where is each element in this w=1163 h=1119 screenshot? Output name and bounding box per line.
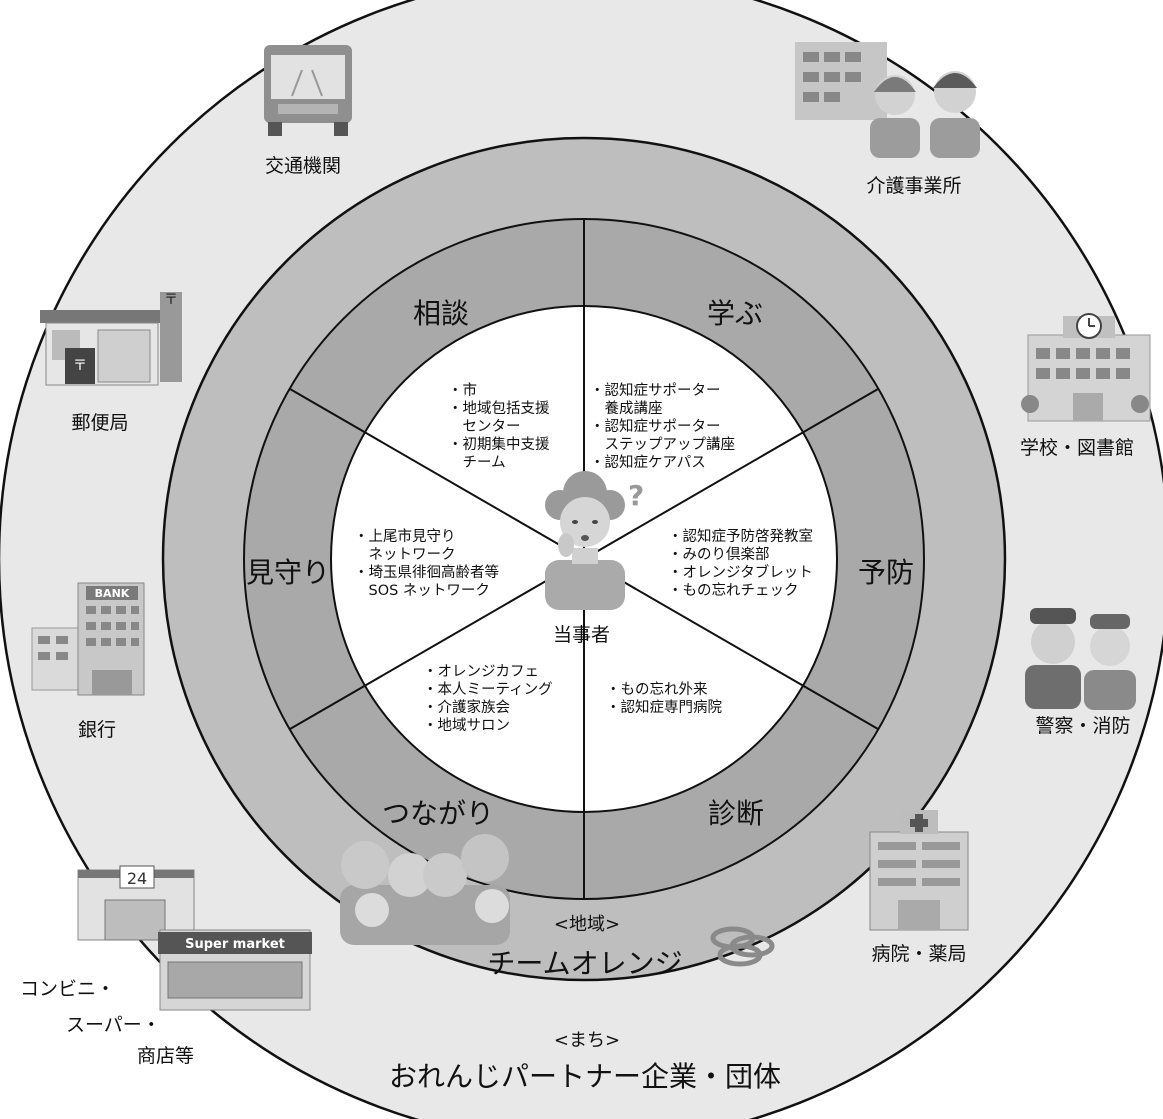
partner-label-police-fire: 警察・消防 <box>1035 715 1131 737</box>
category-label-yobou: 予防 <box>857 556 915 589</box>
partner-label-post: 郵便局 <box>71 412 129 434</box>
list-item: ・認知症サポーター <box>590 419 721 435</box>
partner-label-hospital: 病院・薬局 <box>871 943 967 965</box>
list-item: ・地域包括支援 <box>448 401 550 417</box>
bus-icon <box>264 45 352 136</box>
category-label-tsunagari: つながり <box>381 797 495 830</box>
list-item: ・認知症予防啓発教室 <box>668 529 813 545</box>
convenience-sign-text: 24 <box>127 869 147 888</box>
list-item: ・オレンジカフェ <box>423 664 539 680</box>
family-icon <box>340 834 510 945</box>
partner-label-care: 介護事業所 <box>866 175 962 197</box>
category-label-shindan: 診断 <box>707 797 765 830</box>
list-item: ・埼玉県徘徊高齢者等 <box>354 565 499 581</box>
list-item: ・もの忘れ外来 <box>606 682 708 698</box>
list-shindan: ・もの忘れ外来 ・認知症専門病院 <box>606 681 722 717</box>
partner-label-school: 学校・図書館 <box>1019 437 1135 459</box>
community-label: <地域> <box>553 914 621 935</box>
hospital-icon <box>869 810 969 931</box>
team-orange-label: チームオレンジ <box>487 947 683 980</box>
list-item: ・初期集中支援 <box>448 437 550 453</box>
care-workers-icon <box>795 42 980 158</box>
list-item: 養成講座 <box>590 401 663 417</box>
svg-text:?: ? <box>628 479 644 512</box>
list-item: センター <box>448 419 521 435</box>
list-tsunagari: ・オレンジカフェ ・本人ミーティング ・介護家族会 ・地域サロン <box>423 663 553 735</box>
divider-top-right <box>583 388 879 560</box>
list-item: ・認知症ケアパス <box>590 455 706 471</box>
bank-sign-text: BANK <box>95 587 130 600</box>
list-mimamori: ・上尾市見守り ネットワーク ・埼玉県徘徊高齢者等 SOS ネットワーク <box>354 528 499 600</box>
partner-label-shops: 商店等 <box>137 1045 195 1067</box>
list-item: ・認知症専門病院 <box>606 700 722 716</box>
divider-bottom-left <box>289 558 585 730</box>
category-label-manabu: 学ぶ <box>706 297 764 330</box>
list-item: ・オレンジタブレット <box>668 565 813 581</box>
town-label: <まち> <box>553 1030 621 1051</box>
bank-icon: BANK <box>31 582 145 696</box>
elderly-person-icon: ? <box>545 471 644 610</box>
police-fire-icon <box>1025 608 1136 710</box>
partner-label-transport: 交通機関 <box>264 155 342 177</box>
list-manabu: ・認知症サポーター 養成講座 ・認知症サポーター ステップアップ講座 ・認知症ケ… <box>590 382 735 472</box>
list-soudan: ・市 ・地域包括支援 センター ・初期集中支援 チーム <box>448 382 550 472</box>
list-item: ・市 <box>448 383 477 399</box>
supermarket-sign-text: Super market <box>185 937 285 952</box>
list-item: ・本人ミーティング <box>423 682 553 698</box>
svg-text:〒: 〒 <box>164 292 178 308</box>
list-item: ・みのり倶楽部 <box>668 547 770 563</box>
list-item: ・地域サロン <box>423 718 510 734</box>
partner-label-supermarket: スーパー・ <box>66 1014 161 1036</box>
list-item: ・もの忘れチェック <box>668 583 799 599</box>
partner-label: おれんじパートナー企業・団体 <box>388 1060 782 1093</box>
store-icon: 24 <box>77 865 195 941</box>
list-item: ・介護家族会 <box>423 700 510 716</box>
category-label-soudan: 相談 <box>412 297 470 330</box>
list-item: SOS ネットワーク <box>354 583 490 599</box>
partner-label-bank: 銀行 <box>77 719 117 741</box>
post-office-icon: 〒 〒 <box>40 292 182 386</box>
list-item: チーム <box>448 455 506 471</box>
category-label-mimamori: 見守り <box>245 556 331 589</box>
divider-bottom-right <box>583 558 879 730</box>
list-item: ・上尾市見守り <box>354 529 456 545</box>
center-label: 当事者 <box>553 624 611 646</box>
orange-ring-icon <box>710 926 775 967</box>
sector-dividers <box>289 219 879 899</box>
school-icon <box>1021 313 1151 422</box>
supermarket-icon: Super market <box>158 929 312 1011</box>
list-item: ネットワーク <box>354 547 456 563</box>
svg-text:〒: 〒 <box>73 358 87 374</box>
divider-top-left <box>289 388 585 560</box>
list-yobou: ・認知症予防啓発教室 ・みのり倶楽部 ・オレンジタブレット ・もの忘れチェック <box>668 528 813 600</box>
partner-label-convenience: コンビニ・ <box>20 978 116 1000</box>
list-item: ・認知症サポーター <box>590 383 721 399</box>
list-item: ステップアップ講座 <box>590 437 735 453</box>
